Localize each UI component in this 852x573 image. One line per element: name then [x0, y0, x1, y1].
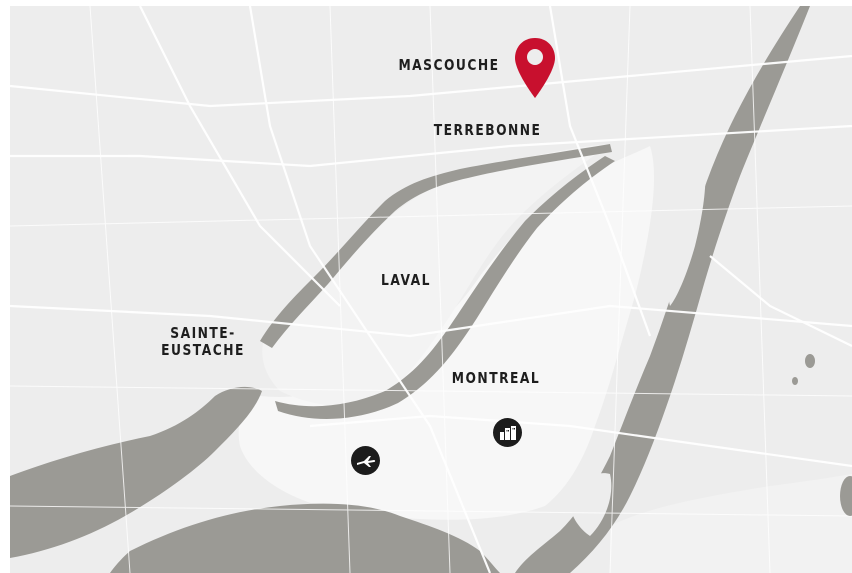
- label-laval: LAVAL: [381, 271, 431, 289]
- map-base-layer: [10, 6, 852, 573]
- map-pin-icon[interactable]: [511, 36, 559, 100]
- label-montreal: MONTREAL: [451, 369, 541, 387]
- lake-two-mountains: [10, 386, 262, 558]
- riviere-des-prairies: [275, 156, 615, 419]
- label-mascouche: MASCOUCHE: [398, 56, 500, 74]
- laval-island: [262, 144, 610, 407]
- map-canvas[interactable]: MASCOUCHE TERREBONNE LAVAL MONTREAL SAIN…: [10, 6, 852, 573]
- city-buildings-icon[interactable]: [493, 418, 522, 447]
- airplane-icon[interactable]: [351, 446, 380, 475]
- st-lawrence-river: [515, 6, 810, 573]
- label-terrebonne: TERREBONNE: [433, 121, 542, 139]
- lac-saint-louis: [110, 503, 500, 573]
- label-sainte-eustache: SAINTE- EUSTACHE: [161, 324, 245, 359]
